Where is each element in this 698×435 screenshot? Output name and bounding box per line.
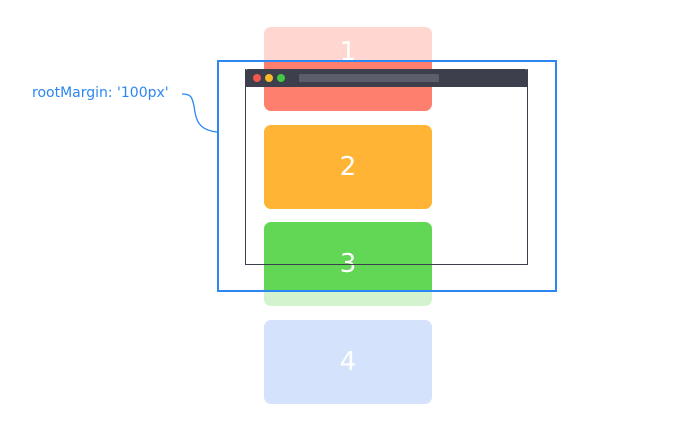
browser-titlebar bbox=[244, 69, 528, 87]
root-margin-frame bbox=[217, 60, 557, 292]
card-1-faded-segment bbox=[264, 27, 432, 60]
address-bar bbox=[298, 74, 439, 82]
card-3-faded-segment bbox=[264, 292, 432, 306]
card-3: 3 bbox=[264, 222, 432, 306]
browser-viewport bbox=[244, 69, 528, 265]
close-dot-icon bbox=[252, 74, 261, 82]
connector-path bbox=[181, 93, 218, 133]
card-2-label: 2 bbox=[339, 152, 357, 182]
card-4: 4 bbox=[264, 320, 432, 404]
card-4-label: 4 bbox=[339, 347, 357, 377]
maximize-dot-icon bbox=[276, 74, 285, 82]
card-1-label: 1 bbox=[339, 37, 357, 67]
card-3-solid-segment bbox=[264, 222, 432, 292]
card-2: 2 bbox=[264, 125, 432, 209]
label-connector bbox=[181, 93, 218, 133]
root-margin-label: rootMargin: '100px' bbox=[32, 85, 169, 101]
minimize-dot-icon bbox=[264, 74, 273, 82]
